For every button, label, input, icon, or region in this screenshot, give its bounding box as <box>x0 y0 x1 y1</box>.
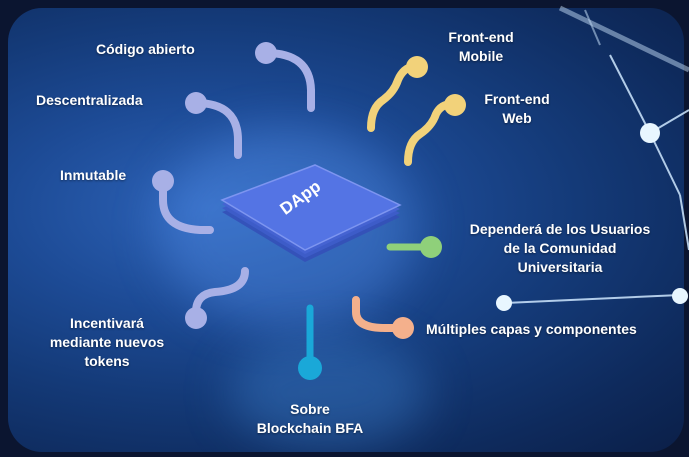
label-frontend-mobile-line: Mobile <box>458 48 504 64</box>
label-frontend-mobile-line: Front-end <box>448 29 514 45</box>
connector-incentivara <box>192 267 249 316</box>
label-frontend-web-line: Front-end <box>484 91 550 107</box>
label-frontend-web: Front-end Web <box>482 90 552 128</box>
connector-frontend-web <box>404 100 456 166</box>
label-inmutable: Inmutable <box>60 167 127 183</box>
network-node <box>672 288 688 304</box>
label-incentivara-line: tokens <box>84 353 130 369</box>
label-dependera-line: de la Comunidad <box>503 240 617 256</box>
node-codigo-abierto <box>255 42 277 64</box>
node-dependera <box>420 236 442 258</box>
node-incentivara <box>185 307 207 329</box>
label-blockchain-line: Sobre <box>290 401 330 417</box>
label-dependera-line: Dependerá de los Usuarios <box>469 221 651 237</box>
node-frontend-mobile <box>406 56 428 78</box>
node-blockchain <box>298 356 322 380</box>
connector-multiples-capas <box>352 296 402 332</box>
label-frontend-web-line: Web <box>502 110 532 126</box>
label-codigo-abierto: Código abierto <box>96 41 195 57</box>
label-incentivara: Incentivará mediante nuevos tokens <box>40 314 174 371</box>
connector-frontend-mobile <box>367 62 418 132</box>
label-incentivara-line: Incentivará <box>70 315 144 331</box>
dapp-chip <box>220 164 402 262</box>
label-blockchain-line: Blockchain BFA <box>256 420 364 436</box>
label-multiples-capas: Múltiples capas y componentes <box>426 321 637 337</box>
network-node <box>496 295 512 311</box>
label-descentralizada: Descentralizada <box>36 92 143 108</box>
label-frontend-mobile: Front-end Mobile <box>446 28 516 66</box>
label-sobre-blockchain: Sobre Blockchain BFA <box>240 400 380 438</box>
label-dependera: Dependerá de los Usuarios de la Comunida… <box>450 220 670 277</box>
connector-inmutable <box>159 177 214 234</box>
label-incentivara-line: mediante nuevos <box>49 334 165 350</box>
node-inmutable <box>152 170 174 192</box>
network-node <box>640 123 660 143</box>
bottom-glow <box>228 338 428 448</box>
label-dependera-line: Universitaria <box>517 259 603 275</box>
node-descentralizada <box>185 92 207 114</box>
node-frontend-web <box>444 94 466 116</box>
node-multiples-capas <box>392 317 414 339</box>
